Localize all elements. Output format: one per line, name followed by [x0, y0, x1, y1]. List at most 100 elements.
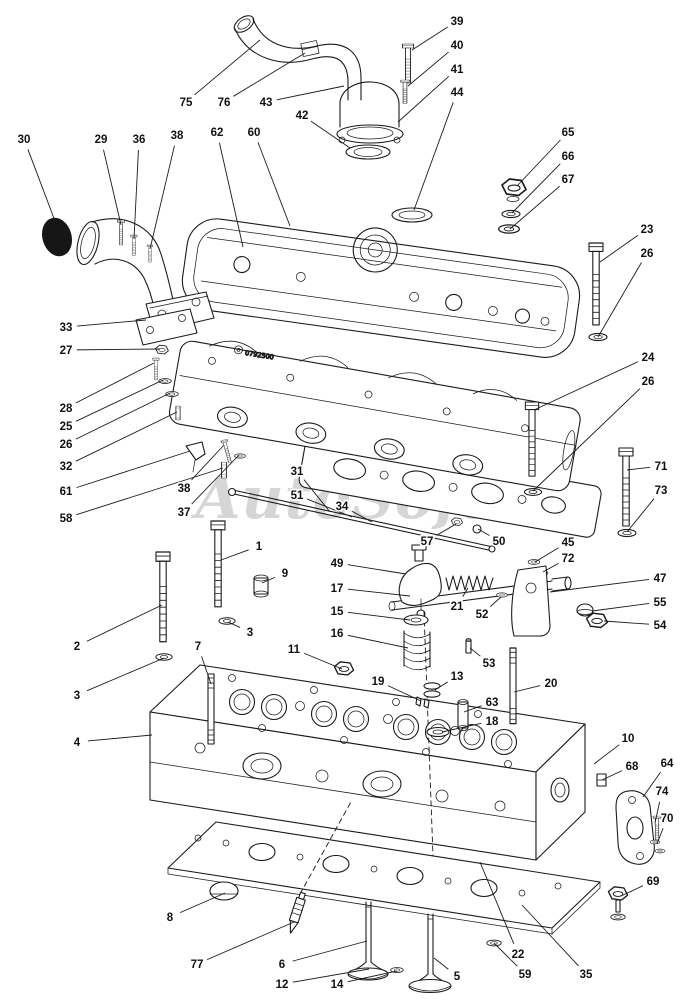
callout-31: 31	[291, 466, 304, 478]
leader-line-44	[413, 102, 454, 211]
callout-74: 74	[656, 786, 669, 798]
leader-line-12	[292, 968, 370, 983]
callout-28: 28	[60, 403, 73, 415]
callout-5: 5	[454, 971, 461, 983]
valve-spring-16	[403, 630, 431, 671]
callout-1: 1	[256, 541, 263, 553]
callout-41: 41	[451, 64, 464, 76]
callout-16: 16	[331, 628, 344, 640]
washer-13a	[423, 682, 441, 690]
ball-50	[472, 524, 482, 534]
leader-line-26	[597, 262, 642, 338]
callout-47: 47	[654, 573, 667, 585]
callout-77: 77	[191, 959, 204, 971]
callout-58: 58	[60, 513, 73, 525]
callout-25: 25	[60, 421, 73, 433]
rocker-stand-47	[511, 565, 551, 637]
leader-line-9	[261, 576, 276, 584]
callout-40: 40	[451, 40, 464, 52]
callout-13: 13	[451, 671, 464, 683]
leader-line-18	[441, 722, 482, 733]
leader-line-24	[533, 361, 639, 411]
callout-3: 3	[74, 690, 80, 702]
leader-line-32	[75, 411, 178, 462]
callout-66: 66	[562, 151, 575, 163]
leader-line-19	[387, 685, 422, 702]
callout-45: 45	[562, 537, 575, 549]
leader-line-55	[591, 602, 650, 612]
callout-65: 65	[562, 127, 575, 139]
spring-seat-18	[426, 726, 450, 738]
bolt-40	[400, 79, 410, 104]
leader-line-6	[292, 940, 368, 962]
stud-32	[175, 405, 181, 421]
stud-20	[509, 647, 517, 725]
callout-21: 21	[451, 601, 464, 613]
leader-line-66	[511, 163, 561, 214]
washer-3a	[218, 617, 236, 625]
callout-52: 52	[476, 609, 489, 621]
callout-44: 44	[451, 87, 464, 99]
washer-66	[501, 209, 521, 219]
valve-cover	[181, 218, 581, 358]
callout-76: 76	[218, 97, 231, 109]
leader-line-34	[351, 510, 373, 523]
leader-line-41	[397, 76, 450, 123]
glow-plug-77	[288, 891, 306, 934]
callout-4: 4	[74, 737, 81, 749]
callout-17: 17	[331, 583, 344, 595]
callout-50: 50	[493, 536, 506, 548]
leader-line-73	[626, 498, 655, 533]
leader-line-53	[469, 647, 481, 657]
nut-57	[451, 517, 463, 526]
leader-line-4	[87, 734, 153, 742]
callout-22: 22	[512, 949, 525, 961]
callout-18: 18	[486, 716, 499, 728]
leader-line-60	[257, 142, 291, 227]
leader-line-30	[27, 149, 56, 222]
manifold-gasket	[298, 435, 602, 538]
leader-line-42	[310, 120, 351, 149]
leader-line-5	[433, 957, 449, 970]
leader-line-74	[654, 801, 661, 824]
breather-gasket	[345, 144, 391, 160]
leader-line-3	[86, 657, 165, 692]
leader-line-20	[513, 685, 541, 693]
washer-13b	[423, 690, 441, 698]
valve-5	[408, 913, 452, 994]
callout-67: 67	[562, 174, 575, 186]
callout-38: 38	[171, 130, 184, 142]
hex-plug-54	[585, 612, 609, 629]
leader-line-16	[347, 634, 409, 649]
callout-26: 26	[642, 376, 655, 388]
callout-9: 9	[282, 568, 288, 580]
collet-19b	[423, 698, 430, 709]
leader-line-59	[493, 942, 518, 967]
callout-63: 63	[486, 697, 499, 709]
leader-line-63	[463, 705, 482, 713]
bolt-28	[152, 357, 160, 381]
washer-67	[498, 224, 520, 234]
leader-line-1	[220, 549, 249, 561]
leader-line-15	[347, 611, 411, 621]
leader-line-67	[509, 185, 560, 230]
pin-53	[465, 639, 472, 654]
callout-72: 72	[562, 553, 575, 565]
leader-line-28	[75, 362, 155, 404]
leader-line-25	[75, 379, 164, 422]
leader-line-62	[218, 142, 244, 248]
plug-55	[576, 603, 594, 617]
washer-26c	[523, 488, 543, 496]
leader-line-37	[191, 454, 240, 505]
callout-69: 69	[647, 876, 660, 888]
leader-line-38	[149, 145, 175, 250]
leader-line-65	[516, 139, 561, 187]
callout-38: 38	[178, 483, 191, 495]
stud-7	[207, 673, 215, 745]
leader-line-49	[347, 564, 407, 575]
callout-26: 26	[641, 248, 654, 260]
leader-line-14	[347, 970, 398, 983]
callout-51: 51	[291, 490, 304, 502]
callout-59: 59	[519, 969, 532, 981]
